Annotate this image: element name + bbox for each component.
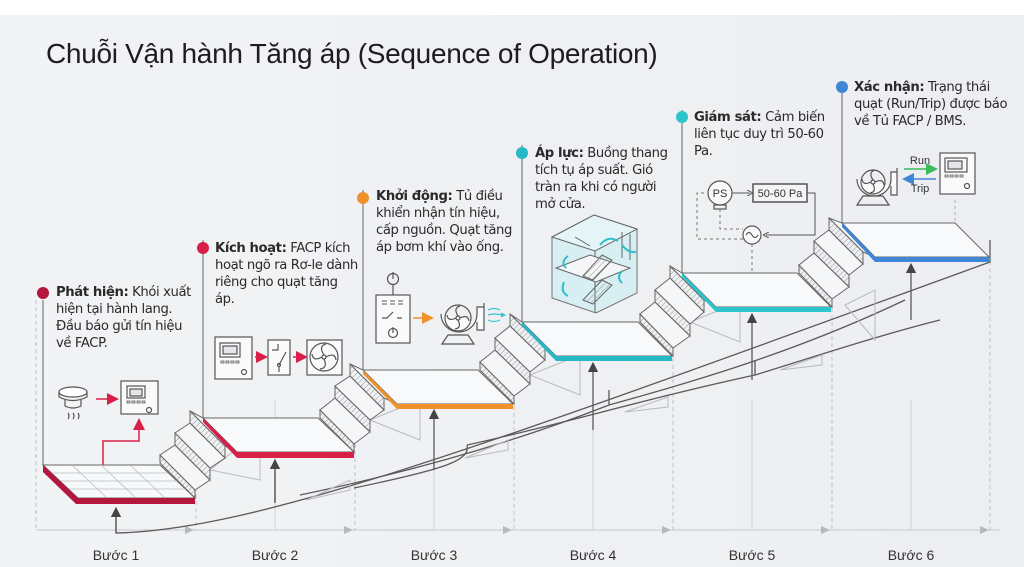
power-icon: [386, 272, 400, 295]
step-3-text: Tủ điều khiển nhận tín hiệu, cấp nguồn. …: [376, 189, 512, 255]
run-signal-label: Run: [910, 155, 930, 167]
relay-switch-icon: [267, 339, 291, 376]
step-3-marker-dot: [357, 192, 369, 204]
step-5-text: Cảm biến liên tục duy trì 50-60 Pa.: [694, 110, 825, 159]
pressure-setpoint-display: 50-60 Pa: [752, 183, 808, 203]
step-2-description: Kích hoạt: FACP kích hoạt ngõ ra Rơ-le d…: [215, 240, 360, 308]
step-6-description: Xác nhận: Trạng thái quạt (Run/Trip) đượ…: [854, 79, 1014, 130]
blower-fan-icon: [440, 303, 485, 345]
step-2-marker-dot: [197, 242, 209, 254]
stairwell-icon: [550, 214, 639, 314]
step-5-marker-dot: [676, 111, 688, 123]
facp-bms-panel-icon: [939, 152, 976, 195]
step-3-description: Khởi động: Tủ điều khiển nhận tín hiệu, …: [376, 188, 518, 256]
step-4-marker-dot: [516, 147, 528, 159]
step-5-platform: [680, 110, 833, 312]
step-6-text: Trạng thái quạt (Run/Trip) được báo về T…: [854, 80, 1008, 129]
pressure-sensor-label: PS: [713, 188, 728, 200]
airflow-arrows-icon: [561, 237, 637, 297]
step-3-label: Bước 3: [410, 547, 458, 563]
step-4-label: Bước 4: [569, 547, 617, 563]
step-5-heading: Giám sát:: [694, 110, 762, 125]
step-4-description: Áp lực: Buồng thang tích tụ áp suất. Gió…: [535, 145, 675, 213]
step-3-heading: Khởi động:: [376, 189, 453, 204]
step-1-platform: [41, 300, 197, 504]
control-cabinet-icon: [375, 294, 411, 344]
blower-fan-icon-2: [855, 168, 898, 206]
step-6-platform: [840, 82, 991, 262]
step-4-platform: [520, 145, 674, 361]
airflow-icon: [487, 307, 507, 323]
facp-panel-icon-2: [214, 336, 253, 380]
step-2-heading: Kích hoạt:: [215, 241, 287, 256]
step-6-label: Bước 6: [887, 547, 935, 563]
step-5-description: Giám sát: Cảm biến liên tục duy trì 50-6…: [694, 109, 829, 160]
step-1-label: Bước 1: [92, 547, 140, 563]
step-2-text: FACP kích hoạt ngõ ra Rơ-le dành riêng c…: [215, 241, 358, 307]
pressure-setpoint-label: 50-60 Pa: [758, 188, 804, 200]
step-1-text: Khói xuất hiện tại hành lang. Đầu báo gử…: [56, 285, 191, 351]
trip-signal-label: Trip: [911, 183, 930, 195]
fan-icon: [306, 339, 343, 376]
step-4-heading: Áp lực:: [535, 146, 584, 161]
vfd-icon: [742, 225, 762, 245]
smoke-detector-icon: [58, 386, 88, 420]
step-1-description: Phát hiện: Khói xuất hiện tại hành lang.…: [56, 284, 196, 352]
step-1-marker-dot: [37, 287, 49, 299]
signal-flow-lines: [110, 240, 991, 534]
step-4-text: Buồng thang tích tụ áp suất. Gió tràn ra…: [535, 146, 668, 212]
step-6-heading: Xác nhận:: [854, 80, 925, 95]
facp-panel-icon: [120, 380, 159, 415]
page-title: Chuỗi Vận hành Tăng áp (Sequence of Oper…: [46, 38, 658, 69]
step-2-label: Bước 2: [251, 547, 299, 563]
step-5-label: Bước 5: [728, 547, 776, 563]
step-3-platform: [361, 190, 515, 409]
step-6-marker-dot: [836, 81, 848, 93]
step-1-heading: Phát hiện:: [56, 285, 129, 300]
